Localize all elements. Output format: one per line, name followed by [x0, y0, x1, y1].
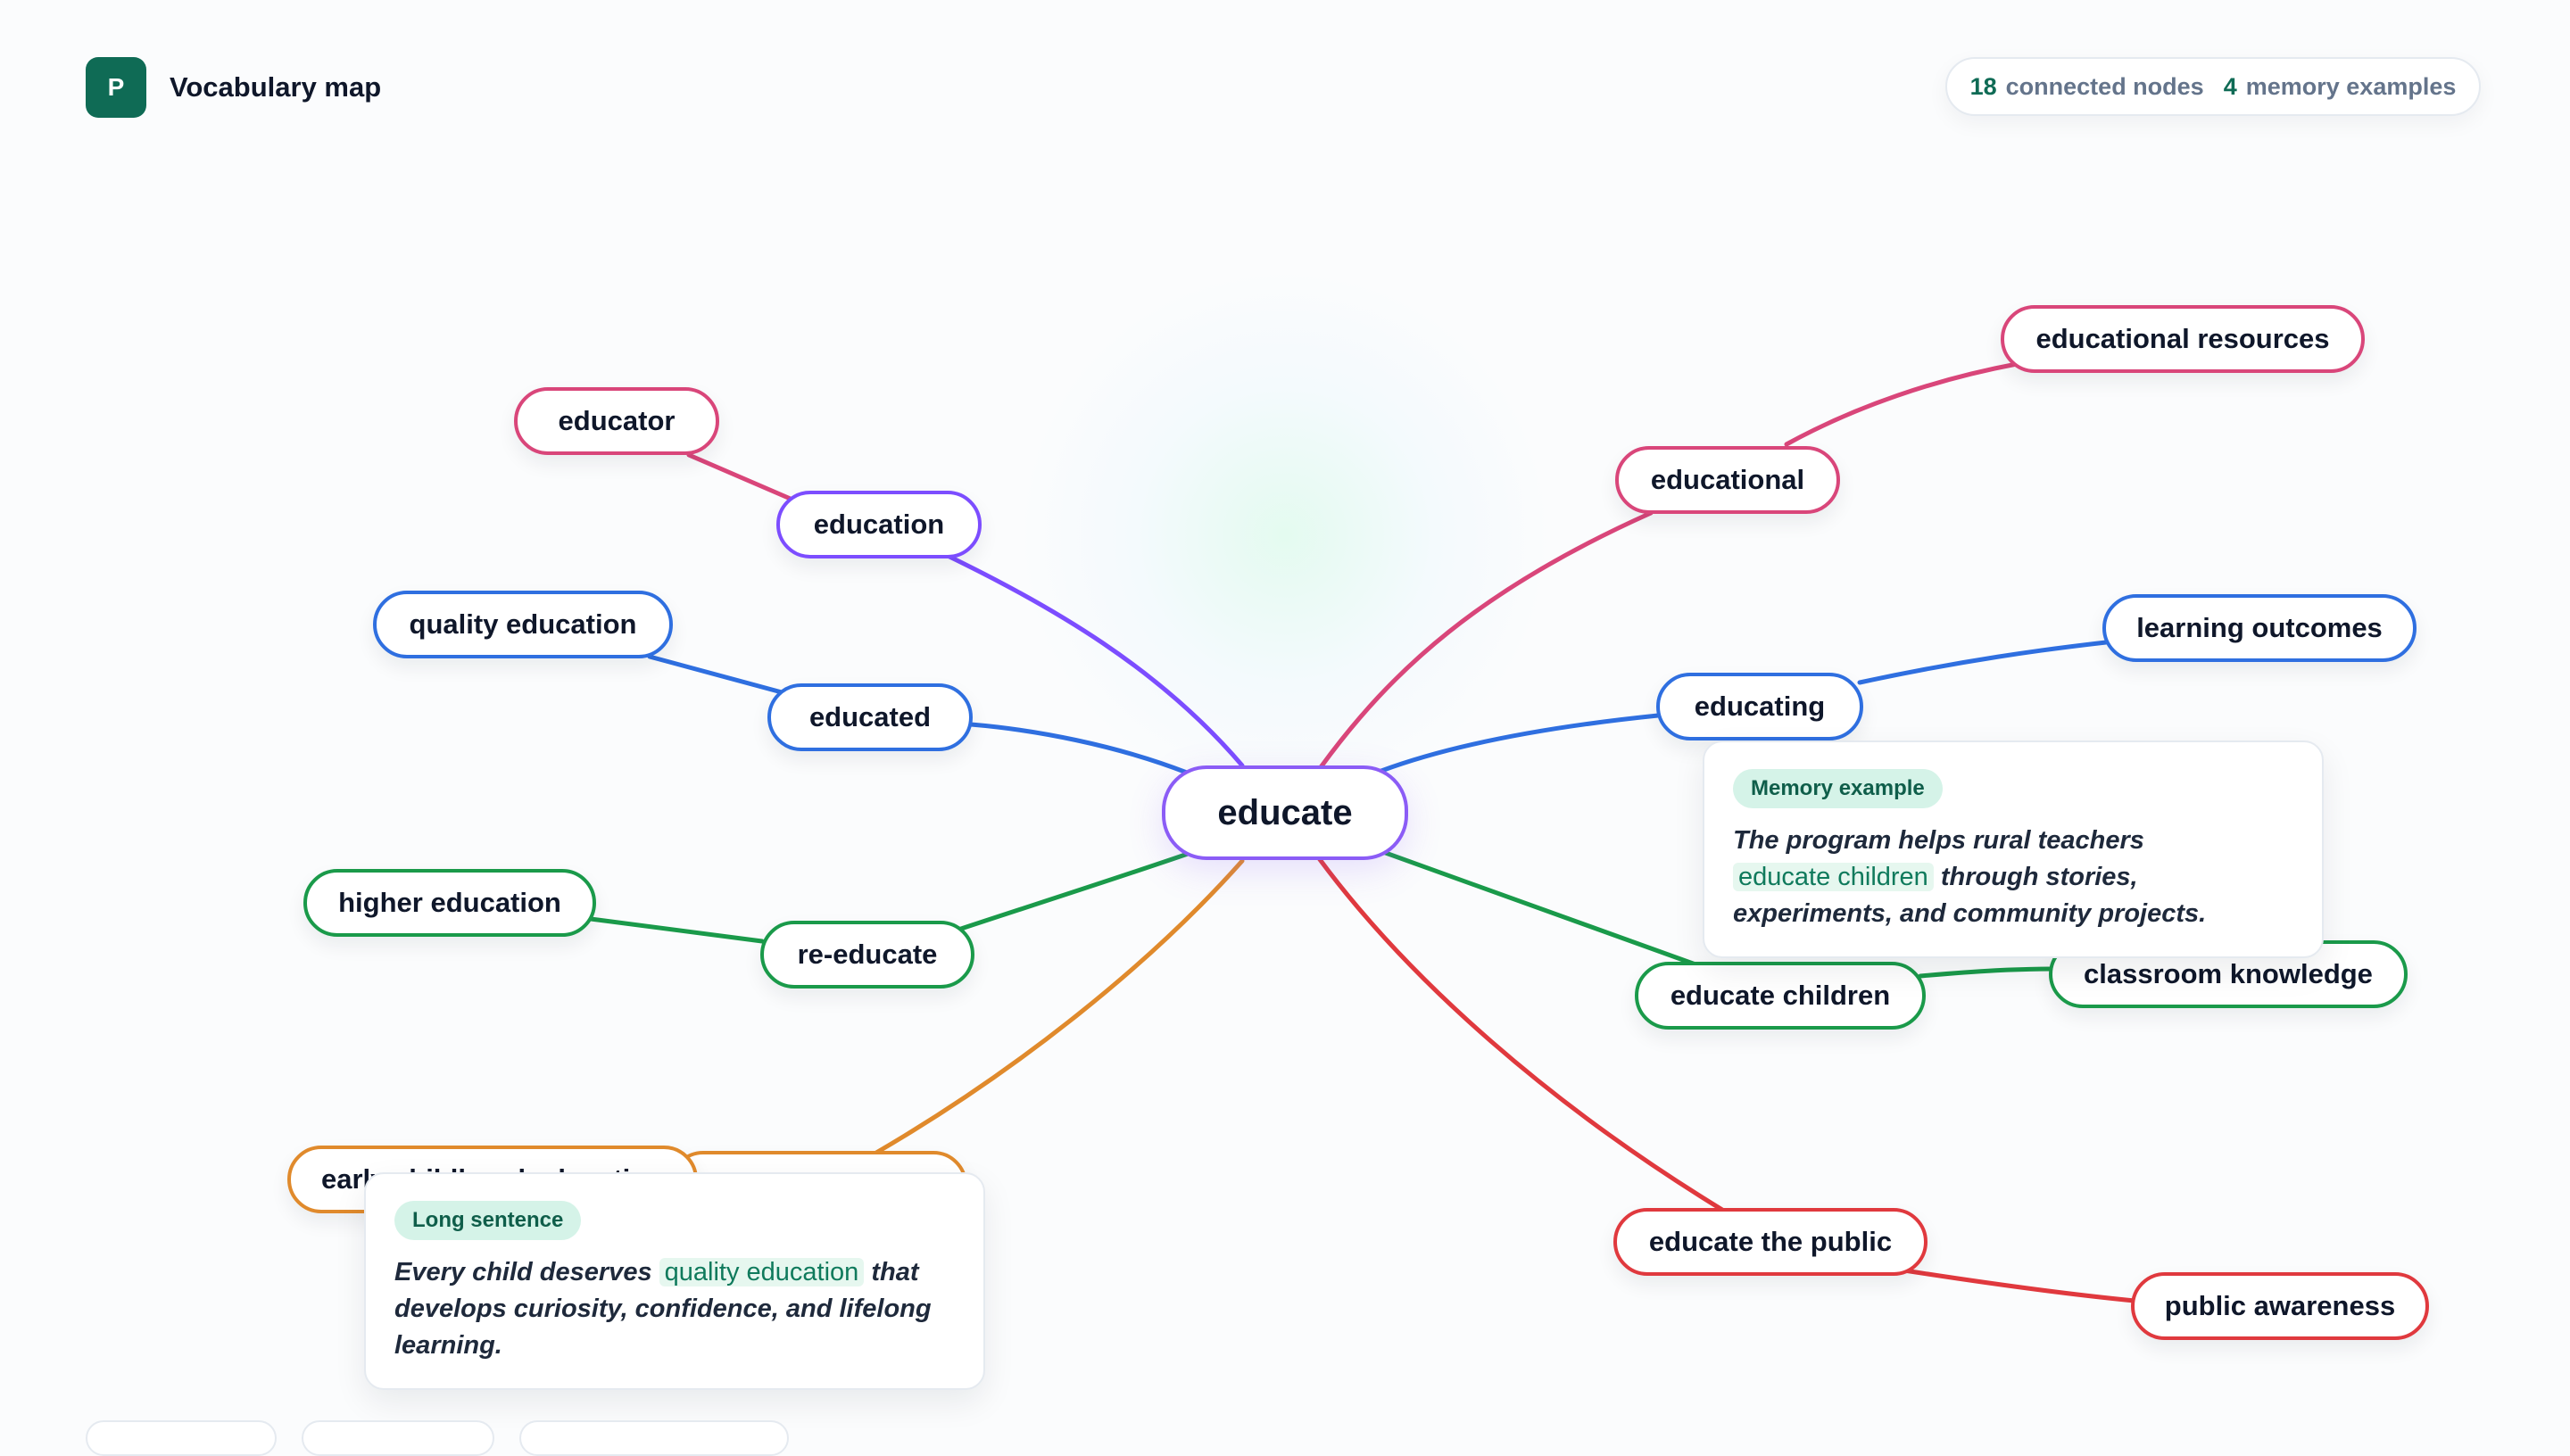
edge-educate-public — [1316, 856, 1725, 1212]
node-quality-education[interactable]: quality education — [373, 591, 673, 658]
brand: P Vocabulary map — [86, 57, 381, 118]
edge-children-classroom — [1918, 966, 2055, 979]
bottom-chip[interactable] — [86, 1420, 277, 1456]
edge-educate-educating — [1379, 713, 1661, 774]
memory-highlight: educate children — [1733, 863, 1934, 891]
app-title: Vocabulary map — [170, 71, 382, 103]
long-sentence-card: Long sentence Every child deserves quali… — [364, 1172, 985, 1390]
memory-example-card: Memory example The program helps rural t… — [1703, 740, 2324, 958]
bottom-chip[interactable] — [302, 1420, 494, 1456]
edge-educate-reeducate — [956, 850, 1193, 932]
center-glow — [1017, 268, 1553, 803]
memory-text-after: through stories, experiments, and commun… — [1733, 863, 2207, 928]
node-educating[interactable]: educating — [1656, 673, 1863, 740]
edge-education-educator — [686, 452, 795, 502]
node-educational-resources[interactable]: educational resources — [2001, 305, 2365, 373]
node-re-educate[interactable]: re-educate — [760, 921, 974, 989]
edge-educated-quality — [647, 654, 784, 695]
stats-pill: 18 connected nodes 4 memory examples — [1945, 57, 2481, 116]
bottom-chip[interactable] — [519, 1420, 789, 1456]
edge-educating-learning — [1857, 640, 2109, 685]
memory-text-before: The program helps rural teachers — [1733, 826, 2144, 855]
node-educator[interactable]: educator — [514, 387, 719, 455]
connected-nodes-count: 18 — [1969, 72, 1997, 100]
connected-nodes-label: connected nodes — [2005, 72, 2204, 100]
node-educational[interactable]: educational — [1615, 446, 1840, 514]
node-education[interactable]: education — [776, 491, 982, 558]
memory-example-badge: Memory example — [1733, 769, 1943, 808]
node-educate-children[interactable]: educate children — [1635, 962, 1926, 1030]
edge-educate-educated — [968, 722, 1190, 775]
node-higher-education[interactable]: higher education — [303, 869, 596, 937]
node-center-educate[interactable]: educate — [1162, 765, 1408, 860]
edge-educate-orange — [874, 858, 1245, 1155]
sentence-highlight: quality education — [659, 1258, 865, 1286]
app-logo: P — [86, 57, 146, 118]
edge-educate-education — [943, 552, 1245, 768]
long-sentence-badge: Long sentence — [394, 1201, 582, 1240]
memory-examples-count: 4 — [2223, 72, 2237, 100]
node-public-awareness[interactable]: public awareness — [2131, 1272, 2429, 1340]
long-sentence-text: Every child deserves quality education t… — [394, 1254, 955, 1364]
edge-educational-resources — [1784, 361, 2019, 447]
node-educate-the-public[interactable]: educate the public — [1613, 1208, 1928, 1276]
edge-educate-children — [1380, 849, 1698, 967]
sentence-text-before: Every child deserves — [394, 1258, 652, 1286]
memory-example-text: The program helps rural teachers educate… — [1733, 823, 2293, 932]
memory-examples-label: memory examples — [2245, 72, 2457, 100]
node-educated[interactable]: educated — [767, 683, 973, 751]
edge-public-awareness — [1902, 1268, 2137, 1303]
edge-educate-educational — [1318, 510, 1654, 770]
edge-reeducate-higher — [588, 916, 765, 944]
sentence-text-after: that develops curiosity, confidence, and… — [394, 1258, 932, 1360]
node-learning-outcomes[interactable]: learning outcomes — [2102, 594, 2417, 662]
